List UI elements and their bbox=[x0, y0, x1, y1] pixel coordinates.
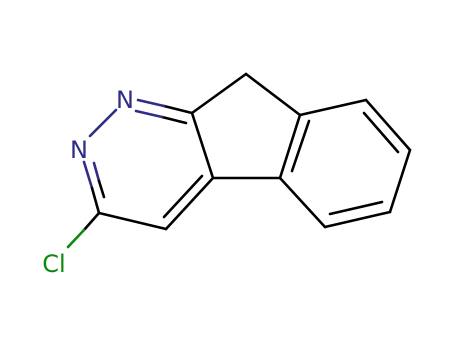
bond-c3-c4 bbox=[388, 148, 412, 214]
bond-c6-c1 bbox=[278, 113, 302, 180]
atom-label-cl: Cl bbox=[42, 250, 65, 278]
bond-c3-cl-green bbox=[66, 228, 86, 249]
bond-ch2-c9a bbox=[190, 72, 248, 115]
bond-c4-c4a-double bbox=[162, 174, 204, 219]
cyclopentane-ring bbox=[190, 72, 302, 180]
bond-n-c3-double-black bbox=[97, 179, 106, 199]
bond-c1-ch2 bbox=[244, 72, 302, 117]
bond-c1-c2 bbox=[298, 98, 368, 117]
benzene-ring bbox=[278, 98, 412, 229]
bond-c2-c3 bbox=[364, 98, 412, 152]
bond-n-c3-black bbox=[90, 186, 101, 215]
bond-c4-c5-double bbox=[328, 200, 384, 216]
bond-c9a-n-double-black bbox=[160, 115, 188, 125]
chlorine-substituent bbox=[66, 211, 101, 249]
bond-c9a-n-black bbox=[162, 104, 194, 115]
bond-c9a-n-blue bbox=[136, 98, 166, 108]
bond-n-c3-double-blue bbox=[92, 161, 101, 183]
bond-c4-c5 bbox=[323, 210, 392, 229]
atom-label-n-top: N bbox=[116, 86, 134, 114]
bond-c5-c6 bbox=[278, 176, 327, 229]
bond-c2-c3-double bbox=[362, 111, 400, 154]
bond-c9a-c4a bbox=[190, 111, 215, 180]
pyridazine-ring bbox=[82, 98, 215, 231]
bond-n-c3-blue bbox=[82, 160, 94, 190]
bond-c3-c4 bbox=[97, 211, 168, 231]
bond-c6-c1-double bbox=[290, 119, 311, 173]
bond-c9a-n-double-blue bbox=[134, 109, 164, 119]
bond-c4-c4a bbox=[164, 176, 215, 231]
bond-c3-cl-black bbox=[82, 211, 101, 232]
atom-label-n-left: N bbox=[70, 136, 88, 164]
bond-n-n bbox=[88, 108, 118, 138]
